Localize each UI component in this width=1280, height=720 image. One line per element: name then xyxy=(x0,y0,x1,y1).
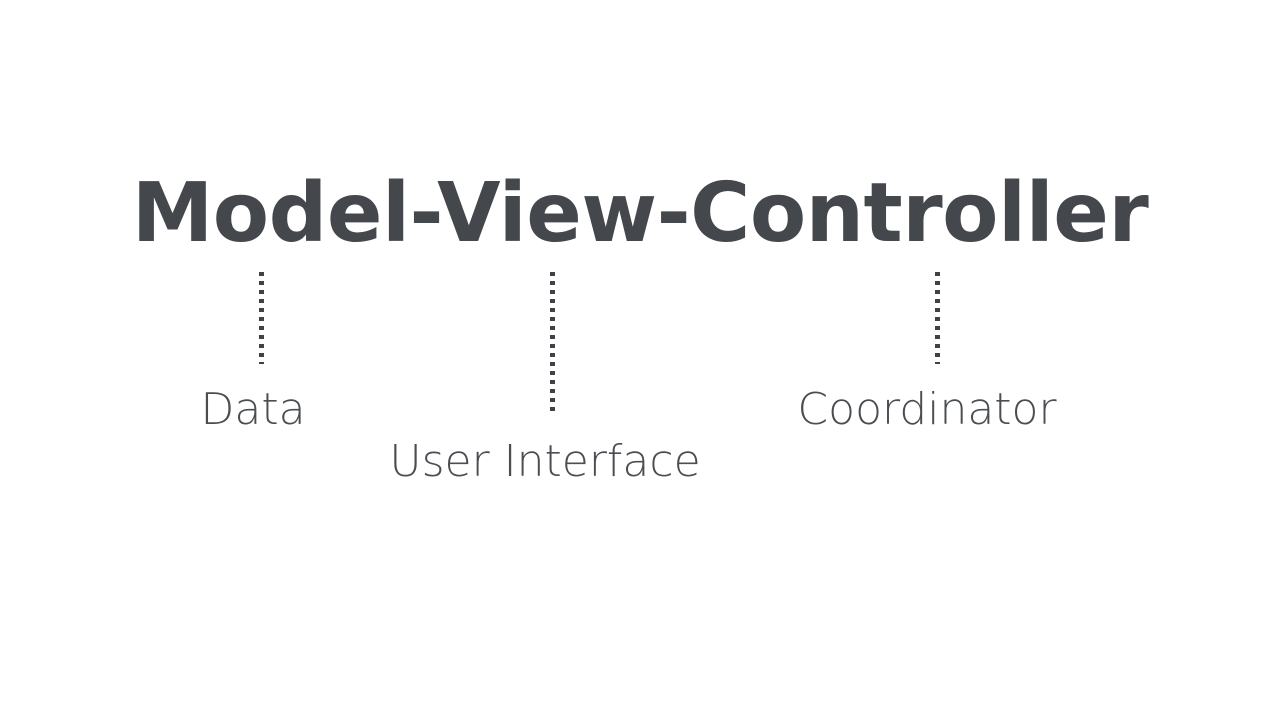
label-controller-coordinator: Coordinator xyxy=(797,384,1057,435)
connector-line-controller xyxy=(935,272,940,364)
label-model-data: Data xyxy=(200,384,306,435)
connector-line-model xyxy=(259,272,264,364)
page-title: Model-View-Controller xyxy=(131,166,1149,261)
label-view-user-interface: User Interface xyxy=(389,436,701,487)
connector-line-view xyxy=(550,272,555,416)
